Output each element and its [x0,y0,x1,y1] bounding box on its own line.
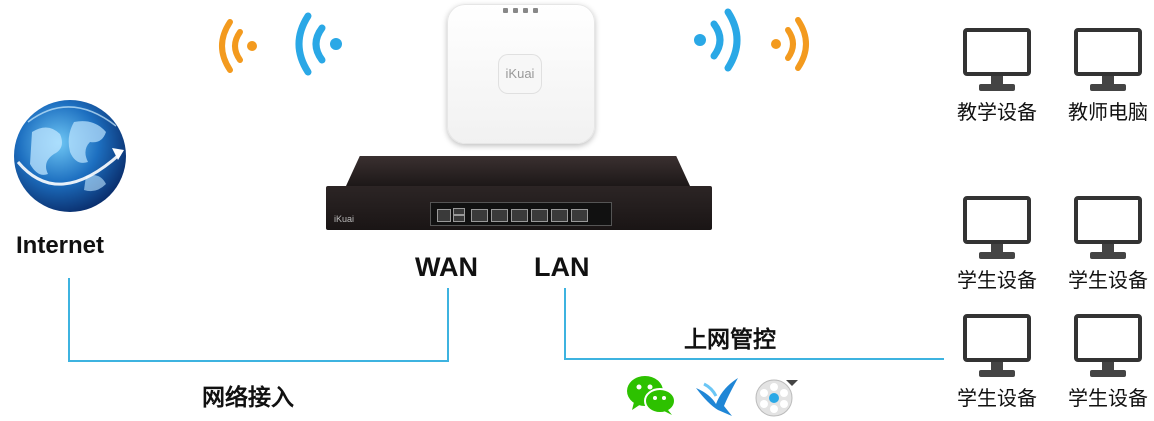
monitor-icon [959,314,1035,380]
globe-icon [14,100,126,212]
student-device: 学生设备 [1058,196,1154,293]
device-label: 学生设备 [957,386,1037,410]
internet-line-vertical [68,278,70,362]
bird-icon [696,378,738,416]
monitor-icon [1070,196,1146,262]
router-logo: iKuai [334,214,355,224]
router: iKuai [326,186,712,230]
wifi-signal-icon [219,12,342,76]
lan-line-vertical [564,288,566,360]
device-label: 学生设备 [957,268,1037,292]
device-label: 学生设备 [1068,268,1148,292]
student-device: 学生设备 [947,314,1047,411]
wireless-access-point: iKuai [447,4,595,144]
device-label: 学生设备 [1068,386,1148,410]
student-device: 学生设备 [1058,314,1154,411]
device-label: 教师电脑 [1068,100,1148,124]
wan-line-vertical [447,288,449,362]
access-line-horizontal [68,360,449,362]
router-port-panel [430,202,612,226]
wechat-icon [627,376,676,415]
device-label: 教学设备 [957,100,1037,124]
teacher-pc: 教师电脑 [1058,28,1154,125]
monitor-icon [959,196,1035,262]
ap-logo: iKuai [498,54,542,94]
internet-control-label: 上网管控 [684,327,776,353]
internet-label: Internet [16,232,105,259]
network-access-label: 网络接入 [202,385,294,411]
wifi-signal-icon [694,8,809,72]
monitor-icon [1070,28,1146,94]
teaching-device: 教学设备 [947,28,1047,125]
lan-line-horizontal [564,358,944,360]
wan-label: WAN [415,252,478,282]
router-top [346,156,690,186]
film-reel-icon [755,379,798,417]
lan-label: LAN [534,252,590,282]
monitor-icon [1070,314,1146,380]
student-device: 学生设备 [947,196,1047,293]
monitor-icon [959,28,1035,94]
